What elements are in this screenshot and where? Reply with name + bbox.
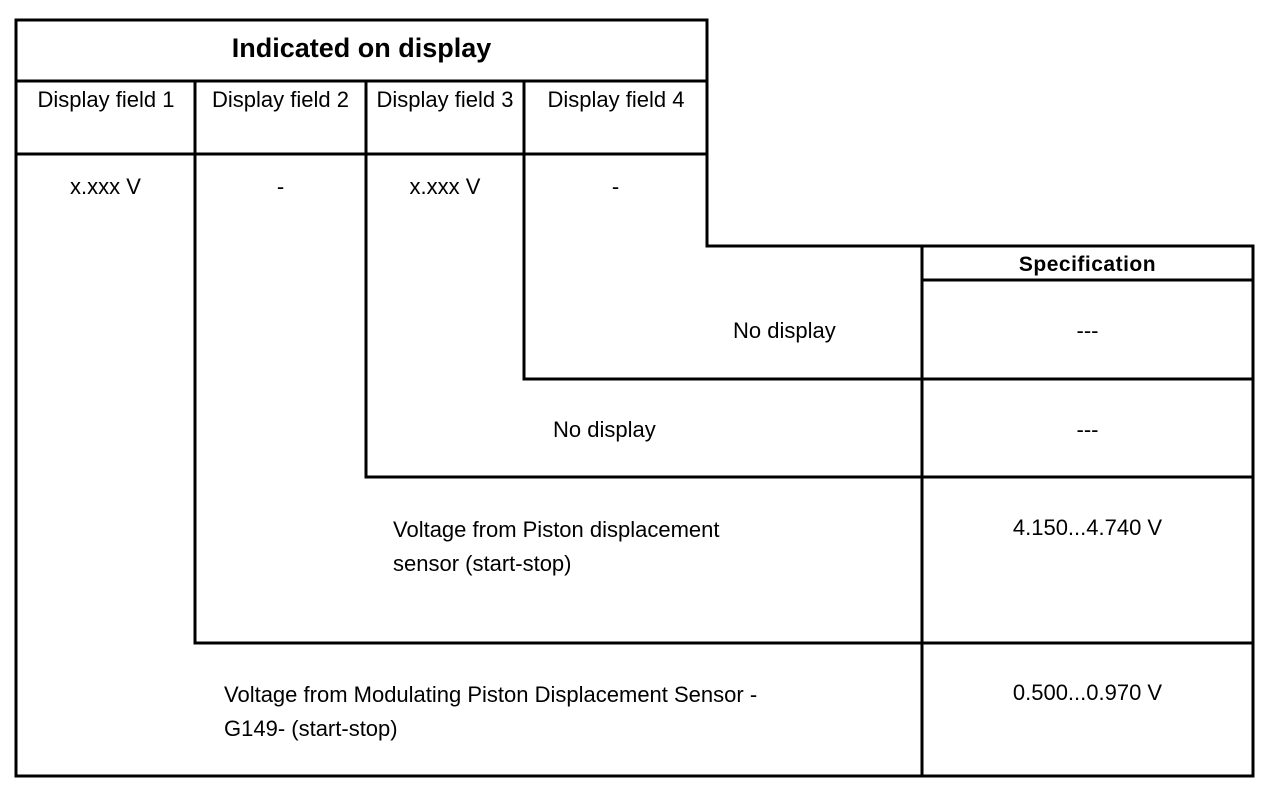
header-title: Indicated on display xyxy=(231,33,492,63)
header-specification: Specification xyxy=(1018,253,1157,276)
row-field2-spec: 4.150...4.740 V xyxy=(1012,515,1163,540)
row-field3-label: No display xyxy=(553,417,656,442)
header-display-field-3: Display field 3 xyxy=(376,87,514,112)
row-field4-spec: --- xyxy=(1076,318,1099,343)
value-display-field-1: x.xxx V xyxy=(70,174,141,199)
header-display-field-2: Display field 2 xyxy=(212,87,349,112)
row-field2-label: Voltage from Piston displacement sensor … xyxy=(393,517,720,576)
value-display-field-2: - xyxy=(276,174,285,199)
row-field3-spec: --- xyxy=(1076,417,1099,442)
row-field1-label: Voltage from Modulating Piston Displacem… xyxy=(224,682,758,741)
row-field1-spec: 0.500...0.970 V xyxy=(1012,680,1163,705)
header-display-field-1: Display field 1 xyxy=(37,87,175,112)
value-display-field-4: - xyxy=(611,174,620,199)
value-display-field-3: x.xxx V xyxy=(409,174,481,199)
header-display-field-4: Display field 4 xyxy=(547,87,685,112)
row-field4-label: No display xyxy=(733,318,836,343)
